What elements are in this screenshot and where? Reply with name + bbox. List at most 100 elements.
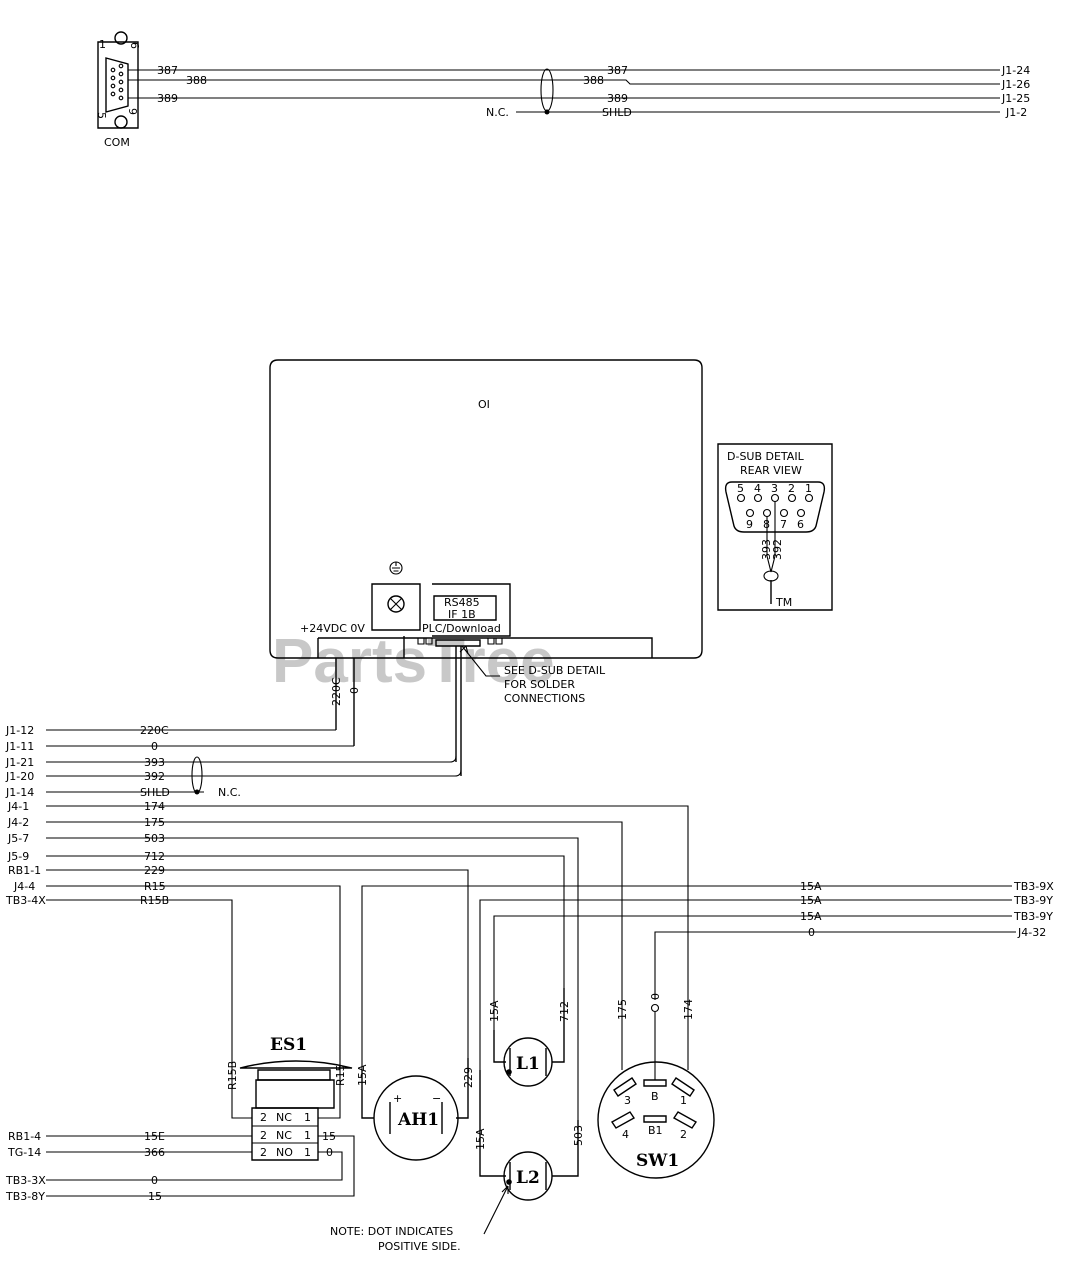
drop-0-label: 0 [348,687,361,694]
rs485-label: RS485 [444,596,480,609]
l1-label: L1 [516,1054,540,1074]
vlabel-0: 0 [649,993,662,1000]
es1-c2-right: 1 [304,1129,311,1142]
dest-tb3-9y-2: TB3-9Y [1013,910,1053,923]
l2-label: L2 [516,1168,540,1188]
es1-c3-right: 1 [304,1146,311,1159]
num-r15b: R15B [140,894,169,907]
bsrc-tb3-3x: TB3-3X [5,1174,46,1187]
com-wire-388-mid: 388 [583,74,604,87]
rwire-0: 0 [808,926,815,939]
bottom-note: NOTE: DOT INDICATES POSITIVE SIDE. [330,1185,509,1253]
num-175: 175 [144,816,165,829]
l1-lamp: L1 [493,988,565,1087]
com-connector: 1 6 5 9 COM [95,31,141,149]
com-dest-j1-26: J1-26 [1001,78,1030,91]
dsub-pin9: 9 [746,518,753,531]
ah1-horn: + − AH1 [361,1058,469,1161]
com-wire-387-left: 387 [157,64,178,77]
dest-tb3-9x: TB3-9X [1013,880,1054,893]
es1-c1-right: 1 [304,1111,311,1124]
ah1-label: AH1 [397,1110,439,1130]
ah1-plus: + [393,1092,402,1105]
dsub-title1: D-SUB DETAIL [727,450,805,463]
bsrc-rb1-4: RB1-4 [8,1130,41,1143]
com-shield-mid: SHLD [602,106,632,119]
num-nc: N.C. [218,786,241,799]
num-393: 393 [144,756,165,769]
num-174: 174 [144,800,165,813]
dsub-title2: REAR VIEW [740,464,802,477]
sw1-pinB: B [651,1090,659,1103]
left-wires: J1-12 J1-11 J1-21 J1-20 J1-14 J4-1 J4-2 … [5,724,689,1120]
dsub-pin6: 6 [797,518,804,531]
sw1-pin4: 4 [622,1128,629,1141]
es1-c2-left: 2 [260,1129,267,1142]
com-wire-388-left: 388 [186,74,207,87]
num-shld: SHLD [140,786,170,799]
num-r15: R15 [144,880,166,893]
vlabel-15a-l1: 15A [488,1000,501,1022]
com-pin9-label: 9 [126,108,139,115]
bnum-366: 366 [144,1146,165,1159]
src-j1-11: J1-11 [5,740,34,753]
ah1-minus: − [432,1092,441,1105]
num-229: 229 [144,864,165,877]
oi-note-line1: SEE D-SUB DETAIL [504,664,606,677]
src-j1-20: J1-20 [5,770,34,783]
com-wire-389-left: 389 [157,92,178,105]
com-pin5-label: 5 [95,112,108,119]
oi-drops: 220C 0 [330,646,462,776]
com-wires: 387 388 389 387 388 389 N.C. SHLD J1-24 … [128,64,1030,119]
oi-note: SEE D-SUB DETAIL FOR SOLDER CONNECTIONS [459,645,606,705]
sw1-pinB1: B1 [648,1124,663,1137]
src-rb1-1: RB1-1 [8,864,41,877]
dsub-detail: D-SUB DETAIL REAR VIEW 5 4 3 2 1 9 8 7 6… [717,443,833,611]
l2-lamp: L2 [479,1070,579,1201]
sw1-pin2: 2 [680,1128,687,1141]
dsub-pin5: 5 [737,482,744,495]
com-shield-left: N.C. [486,106,509,119]
dsub-wire-393: 393 [760,539,773,560]
drop-220c-label: 220C [330,677,343,706]
bright-15: 15 [322,1130,336,1143]
dest-j4-32: J4-32 [1017,926,1046,939]
src-j5-7: J5-7 [7,832,29,845]
plc-download-label: PLC/Download [422,622,501,635]
dsub-pin7: 7 [780,518,787,531]
sw1-switch: 3 B 1 4 B1 2 SW1 [597,960,715,1179]
dsub-pin4: 4 [754,482,761,495]
note-line2: POSITIVE SIDE. [378,1240,461,1253]
com-dest-j1-2: J1-2 [1005,106,1027,119]
dsub-pin1: 1 [805,482,812,495]
num-0: 0 [151,740,158,753]
oi-note-line3: CONNECTIONS [504,692,585,705]
dest-tb3-9y-1: TB3-9Y [1013,894,1053,907]
es1-c1-type: NC [276,1111,292,1124]
oi-title: OI [478,398,490,411]
if1b-label: IF 1B [448,608,476,621]
num-712: 712 [144,850,165,863]
dsub-pin3: 3 [771,482,778,495]
src-j4-4: J4-4 [13,880,35,893]
src-j5-9: J5-9 [7,850,29,863]
note-line1: NOTE: DOT INDICATES [330,1225,453,1238]
rwire-15a-2: 15A [800,894,822,907]
src-j1-12: J1-12 [5,724,34,737]
rwire-15a-3: 15A [800,910,822,923]
src-j4-1: J4-1 [7,800,29,813]
oi-panel: OI +24VDC 0V RS485 IF 1B PLC/Download [269,359,703,659]
com-dest-j1-25: J1-25 [1001,92,1030,105]
bsrc-tb3-8y: TB3-8Y [5,1190,45,1203]
es1-c1-left: 2 [260,1111,267,1124]
com-label: COM [104,136,130,149]
bottom-wires: RB1-4 TG-14 TB3-3X TB3-8Y 15E 366 0 15 1… [5,1130,355,1203]
com-dest-j1-24: J1-24 [1001,64,1030,77]
com-pin6-label: 6 [128,42,141,49]
bright-0: 0 [326,1146,333,1159]
dsub-pin2: 2 [788,482,795,495]
es1-label: ES1 [270,1035,307,1055]
bnum-15: 15 [148,1190,162,1203]
com-pin1-label: 1 [99,38,106,51]
src-j1-14: J1-14 [5,786,34,799]
